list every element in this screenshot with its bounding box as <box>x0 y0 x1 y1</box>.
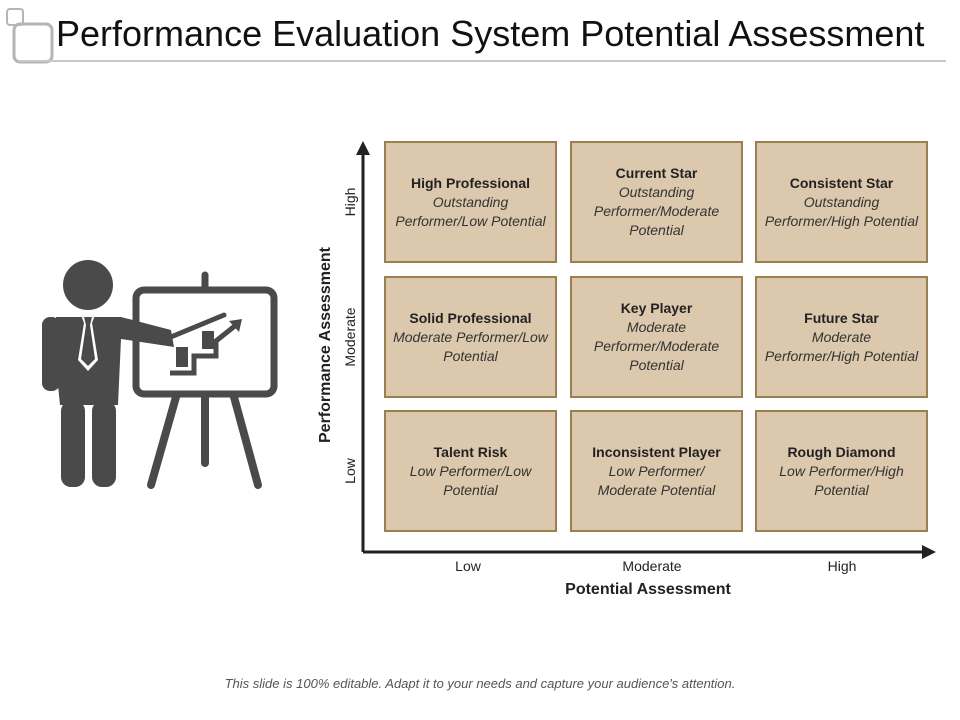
y-tick-low: Low <box>342 458 358 484</box>
matrix-axes <box>356 141 936 559</box>
matrix-cell-high-low: High Professional Outstanding Performer/… <box>384 141 557 263</box>
y-tick-moderate: Moderate <box>342 307 358 367</box>
presenter-with-easel-icon <box>42 260 278 489</box>
matrix-cell-moderate-high: Future Star Moderate Performer/High Pote… <box>755 276 928 398</box>
cell-title: Rough Diamond <box>787 443 896 460</box>
cell-title: Current Star <box>615 165 698 181</box>
rounded-squares-icon <box>6 8 54 64</box>
cell-description: Outstanding Performer/Low Potential <box>395 193 546 229</box>
cell-description: Low Performer/Low Potential <box>409 462 532 498</box>
x-axis-label: Potential Assessment <box>565 581 731 598</box>
cell-title: Future Star <box>804 309 879 326</box>
y-tick-high: High <box>342 187 358 217</box>
cell-description: Outstanding Performer/High Potential <box>764 193 919 229</box>
cell-title: Key Player <box>620 300 693 316</box>
cell-description: Low Performer/ Moderate Potential <box>597 462 716 498</box>
cell-description: Low Performer/High Potential <box>779 462 904 498</box>
cell-title: Consistent Star <box>789 174 894 191</box>
matrix-cell-high-high: Consistent Star Outstanding Performer/Hi… <box>755 141 928 263</box>
page-title: Performance Evaluation System Potential … <box>56 13 925 54</box>
cell-title: Solid Professional <box>409 309 532 326</box>
cell-title: Talent Risk <box>433 443 508 460</box>
x-tick-low: Low <box>455 558 481 574</box>
x-tick-high: High <box>827 558 857 574</box>
cell-description: Moderate Performer/Moderate Potential <box>593 319 720 373</box>
matrix-cell-moderate-moderate: Key Player Moderate Performer/Moderate P… <box>570 276 743 398</box>
cell-description: Moderate Performer/High Potential <box>764 328 919 364</box>
matrix-cell-moderate-low: Solid Professional Moderate Performer/Lo… <box>384 276 557 398</box>
cell-title: Inconsistent Player <box>592 443 721 460</box>
cell-description: Outstanding Performer/Moderate Potential <box>593 184 720 238</box>
matrix-cell-high-moderate: Current Star Outstanding Performer/Moder… <box>570 141 743 263</box>
cell-description: Moderate Performer/Low Potential <box>393 328 548 364</box>
x-tick-moderate: Moderate <box>622 558 682 574</box>
cell-title: High Professional <box>410 174 531 191</box>
title-divider <box>18 60 946 62</box>
matrix-cell-low-high: Rough Diamond Low Performer/High Potenti… <box>755 410 928 532</box>
matrix-cell-low-low: Talent Risk Low Performer/Low Potential <box>384 410 557 532</box>
matrix-cell-low-moderate: Inconsistent Player Low Performer/ Moder… <box>570 410 743 532</box>
footer-note: This slide is 100% editable. Adapt it to… <box>224 676 736 691</box>
y-axis-label: Performance Assessment <box>317 247 334 443</box>
